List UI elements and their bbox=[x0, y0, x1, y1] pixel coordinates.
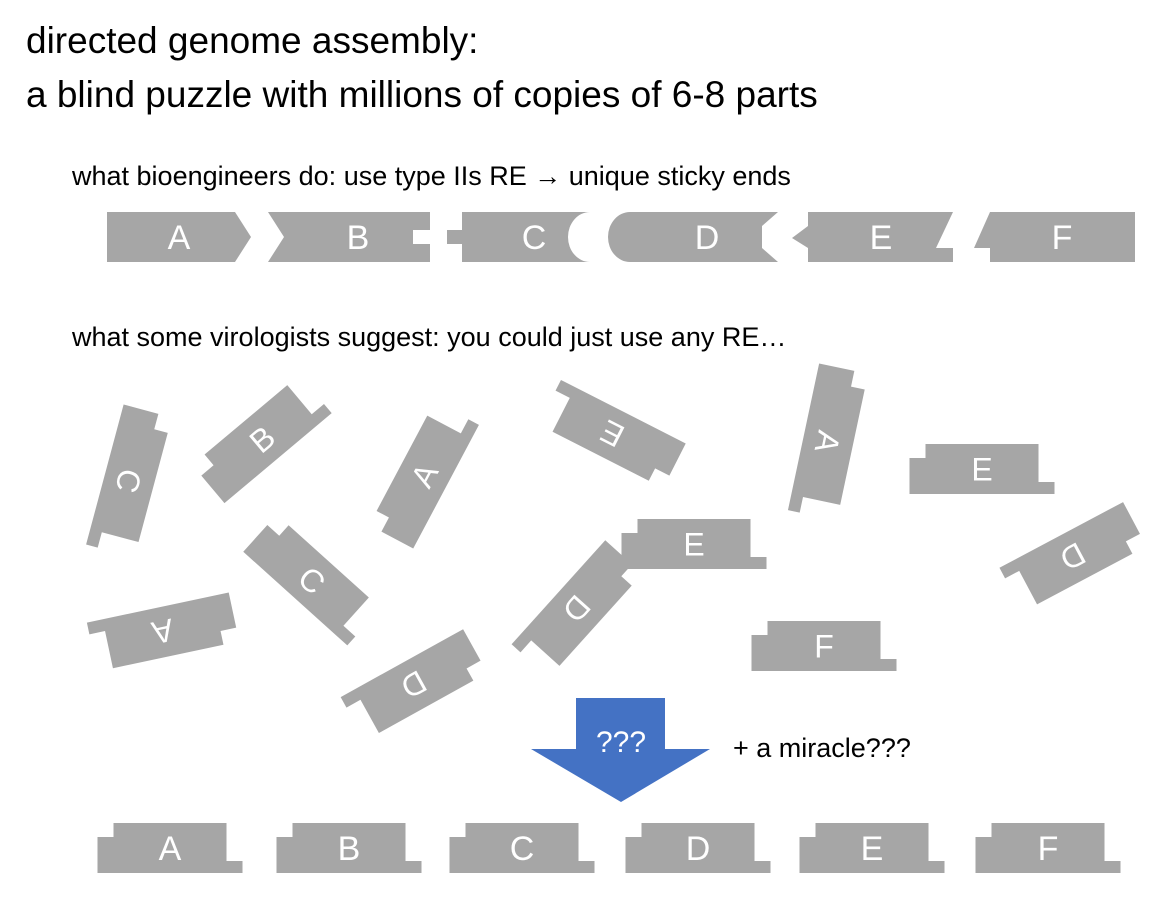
scattered-piece-shape bbox=[201, 385, 332, 504]
scattered-piece: A bbox=[787, 363, 865, 513]
scattered-piece-shape bbox=[86, 592, 237, 669]
directed-piece-shape bbox=[107, 212, 251, 262]
scattered-piece: D bbox=[511, 540, 633, 666]
scattered-piece-shape bbox=[340, 629, 481, 734]
title-line-1: directed genome assembly: bbox=[26, 20, 479, 61]
directed-piece-shape bbox=[608, 212, 778, 262]
final-assembly-row: A B C D E F bbox=[97, 823, 1121, 873]
directed-piece-label: E bbox=[870, 219, 893, 257]
scattered-piece-label: E bbox=[971, 452, 992, 488]
directed-piece: E bbox=[792, 212, 953, 262]
final-piece-shape bbox=[97, 823, 243, 873]
scattered-piece-label: E bbox=[683, 527, 704, 563]
directed-assembly-row: A B C D E F bbox=[107, 212, 1135, 262]
assembly-arrow: ??? + a miracle??? bbox=[531, 698, 911, 802]
directed-piece-label: A bbox=[168, 219, 191, 257]
final-piece-shape bbox=[975, 823, 1121, 873]
slide-title: directed genome assembly: a blind puzzle… bbox=[26, 14, 818, 122]
arrow-label: ??? bbox=[596, 726, 646, 759]
miracle-text: + a miracle??? bbox=[733, 733, 911, 763]
virologists-caption: what some virologists suggest: you could… bbox=[72, 322, 787, 352]
scattered-piece-shape bbox=[86, 404, 168, 548]
scattered-piece: D bbox=[999, 502, 1140, 605]
directed-piece-shape bbox=[974, 212, 1135, 262]
final-piece-shape bbox=[449, 823, 595, 873]
final-piece-label: A bbox=[159, 830, 182, 868]
scattered-piece: E bbox=[552, 379, 686, 481]
final-piece: F bbox=[975, 823, 1121, 873]
scattered-piece: F bbox=[751, 621, 897, 671]
scattered-piece-shape bbox=[621, 519, 767, 569]
directed-piece-label: F bbox=[1052, 219, 1073, 257]
scattered-piece: D bbox=[340, 629, 481, 734]
scattered-piece-shape bbox=[751, 621, 897, 671]
directed-piece-label: D bbox=[695, 219, 720, 257]
scattered-piece: E bbox=[621, 519, 767, 569]
scattered-piece: C bbox=[243, 524, 369, 646]
final-piece: A bbox=[97, 823, 243, 873]
directed-piece-shape bbox=[268, 212, 430, 262]
final-piece-shape bbox=[276, 823, 422, 873]
final-piece: D bbox=[625, 823, 771, 873]
directed-piece: D bbox=[608, 212, 778, 262]
scattered-piece: E bbox=[909, 444, 1055, 494]
directed-piece: F bbox=[974, 212, 1135, 262]
scattered-piece-shape bbox=[511, 540, 633, 666]
directed-piece-shape bbox=[447, 212, 590, 262]
scattered-piece-shape bbox=[552, 379, 686, 481]
final-piece-label: B bbox=[338, 830, 361, 868]
scattered-piece-shape bbox=[909, 444, 1055, 494]
directed-piece-shape bbox=[792, 212, 953, 262]
scattered-piece: C bbox=[86, 404, 168, 548]
directed-piece: B bbox=[268, 212, 430, 262]
scattered-piece-shape bbox=[999, 502, 1140, 605]
directed-piece: C bbox=[447, 212, 590, 262]
scattered-piece: B bbox=[201, 385, 332, 504]
final-piece-label: F bbox=[1038, 830, 1059, 868]
directed-piece: A bbox=[107, 212, 251, 262]
scattered-piece: A bbox=[86, 592, 237, 669]
scattered-piece-shape bbox=[243, 524, 369, 646]
final-piece-label: C bbox=[510, 830, 535, 868]
scattered-piece-shape bbox=[787, 363, 865, 513]
final-piece-shape bbox=[625, 823, 771, 873]
final-piece-shape bbox=[799, 823, 945, 873]
bioengineers-caption: what bioengineers do: use type IIs RE → … bbox=[72, 161, 791, 191]
directed-piece-label: C bbox=[522, 219, 547, 257]
final-piece-label: D bbox=[686, 830, 711, 868]
scattered-piece: A bbox=[376, 415, 479, 549]
directed-piece-label: B bbox=[347, 219, 370, 257]
final-piece: B bbox=[276, 823, 422, 873]
down-arrow-icon bbox=[531, 698, 710, 802]
final-piece-label: E bbox=[861, 830, 884, 868]
title-line-2: a blind puzzle with millions of copies o… bbox=[26, 74, 818, 115]
scattered-piece-shape bbox=[376, 415, 479, 549]
final-piece: C bbox=[449, 823, 595, 873]
scattered-piece-label: F bbox=[814, 629, 834, 665]
final-piece: E bbox=[799, 823, 945, 873]
